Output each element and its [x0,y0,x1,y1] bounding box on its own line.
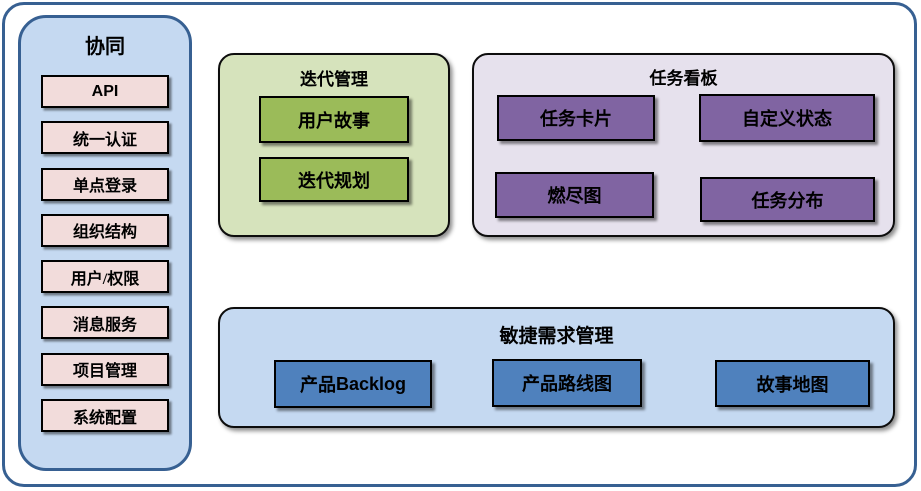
collaboration-item-list: API 统一认证 单点登录 组织结构 用户/权限 消息服务 项目管理 系统配置 [21,75,189,433]
sidebar-item-api: API [41,75,169,108]
feature-product-roadmap-zh: 产品路线图 [522,374,612,394]
collaboration-panel-title: 协同 [85,36,125,58]
task-kanban-title: 任务看板 [649,69,718,88]
sidebar-item-sso: 单点登录 [41,167,169,201]
feature-product-backlog-en: Backlog [335,373,407,394]
feature-task-card: 任务卡片 [497,95,655,141]
feature-story-map: 故事地图 [715,360,870,407]
sidebar-item-system-config: 系统配置 [41,399,169,433]
feature-story-map-zh: 故事地图 [756,374,829,395]
feature-product-roadmap: 产品路线图 [492,359,642,407]
iteration-management-group: 迭代管理 用户故事 迭代规划 [218,53,450,237]
agile-requirements-title: 敏捷需求管理 [499,326,614,347]
feature-burndown-chart: 燃尽图 [495,172,654,218]
feature-task-distribution: 任务分布 [700,177,875,222]
sidebar-item-user-permission: 用户/权限 [41,260,169,294]
iteration-management-title: 迭代管理 [300,70,368,89]
feature-product-backlog-zh: 产品 [299,375,336,395]
feature-custom-status: 自定义状态 [699,94,875,142]
feature-iteration-planning: 迭代规划 [259,157,409,202]
collaboration-panel: 协同 API 统一认证 单点登录 组织结构 用户/权限 消息服务 项目管理 系统… [18,15,192,471]
sidebar-item-org-structure: 组织结构 [41,213,169,247]
sidebar-item-message-service: 消息服务 [41,306,169,340]
sidebar-item-unified-auth: 统一认证 [41,121,169,155]
task-kanban-group: 任务看板 任务卡片 自定义状态 燃尽图 任务分布 [472,53,895,237]
feature-user-story: 用户故事 [259,96,409,143]
sidebar-item-project-management: 项目管理 [41,352,169,386]
